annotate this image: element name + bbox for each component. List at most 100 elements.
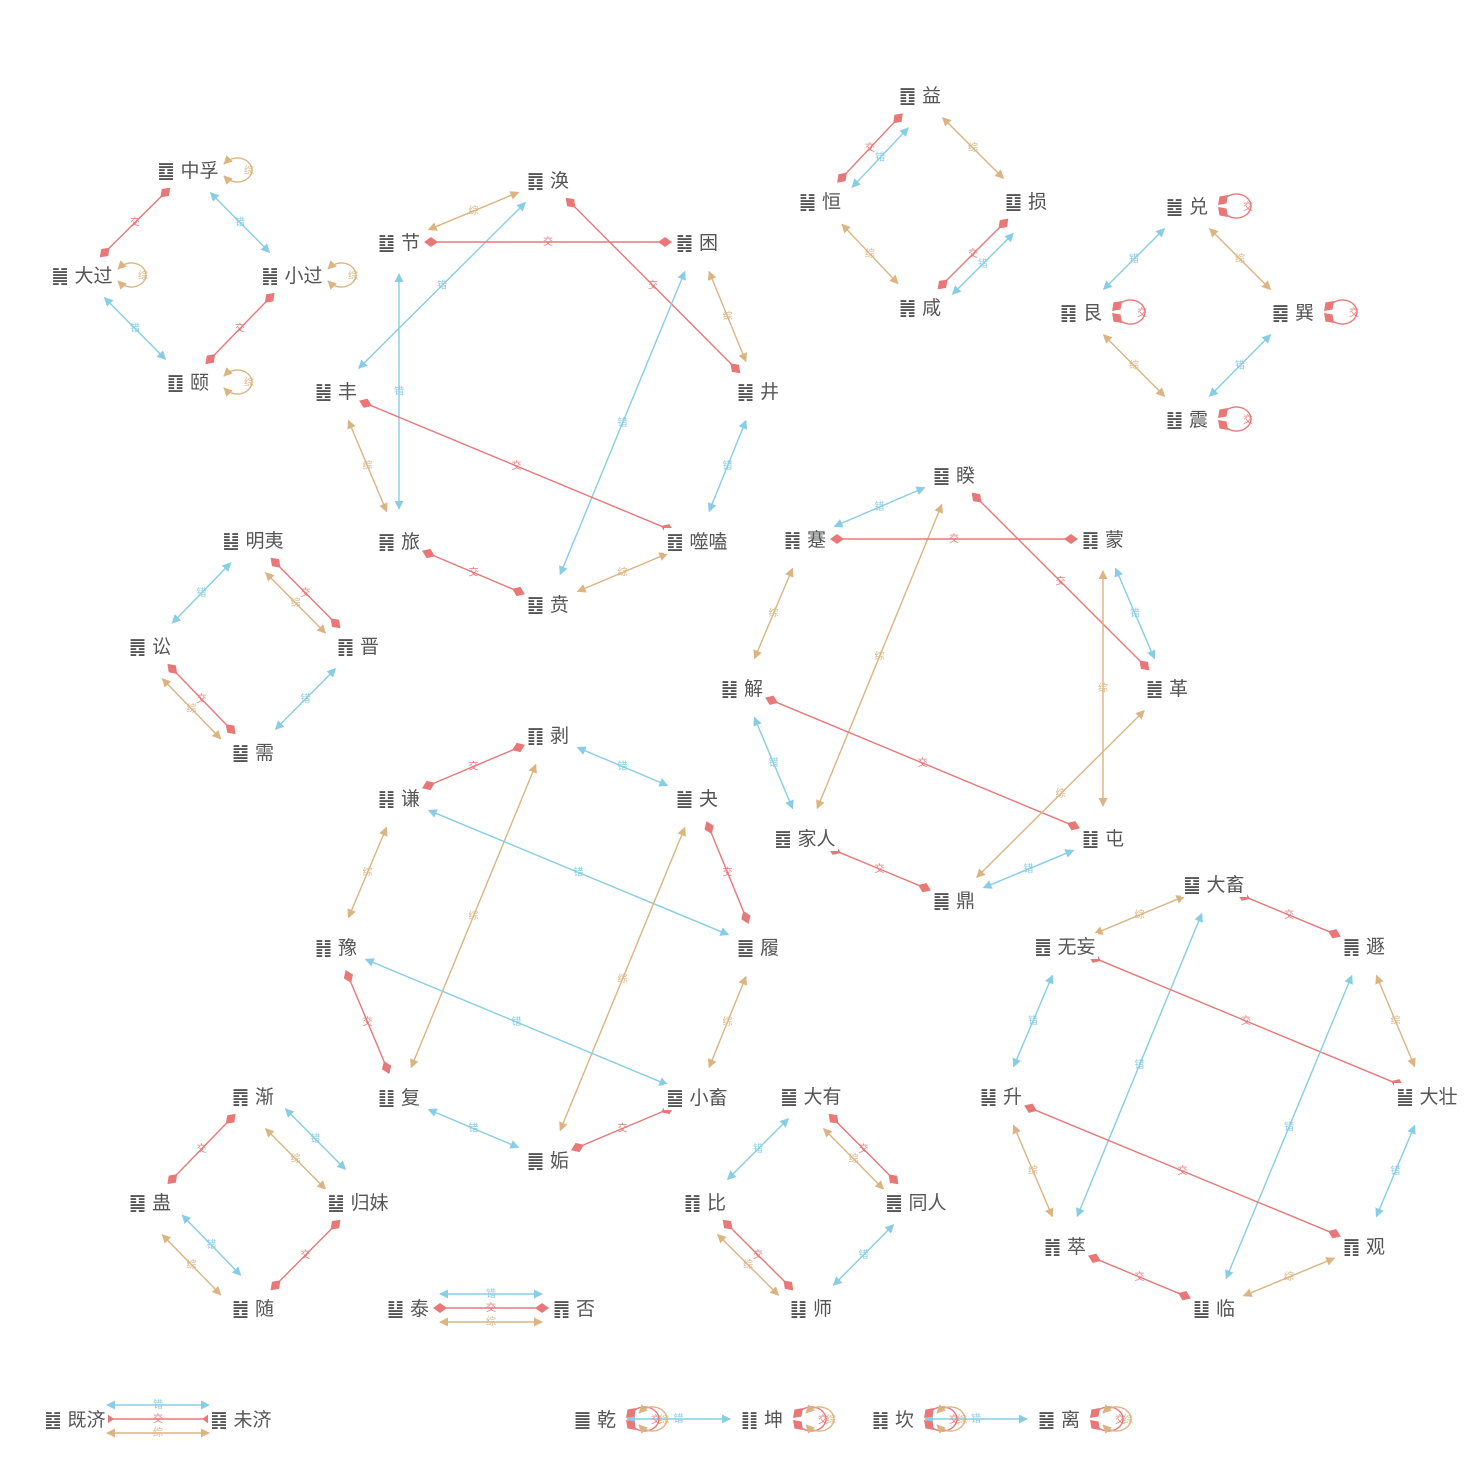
node-huan: ䷺ 涣: [525, 167, 571, 193]
node-dui: ䷹ 兑: [1164, 193, 1210, 219]
edge-label-zong: 综: [469, 909, 479, 922]
edge-label-zong: 综: [849, 1152, 859, 1165]
edge-jiao-cui-lin: [1088, 1253, 1191, 1301]
edge-jiao-dayou-tongren: [828, 1113, 899, 1185]
node-background: [230, 739, 276, 765]
nodes-layer: ䷼ 中孚䷛ 大过䷽ 小过䷚ 颐䷺ 涣䷻ 节䷮ 困䷶ 丰䷯ 井䷷ 旅䷔ 噬嗑䷕ 贲…: [42, 82, 1460, 1432]
self-loop-zong-zhongfu: [223, 155, 253, 185]
edge-zong-dun-dazhuang: [1375, 974, 1416, 1068]
node-feng: ䷶ 丰: [313, 378, 359, 404]
edge-label-cuo: 错: [130, 322, 140, 335]
node-background: [664, 1084, 730, 1110]
node-kui: ䷥ 睽: [931, 462, 977, 488]
edge-label-zong: 综: [469, 204, 479, 217]
edge-label-zong: 综: [153, 1426, 163, 1439]
node-label-li: ䷝ 离: [1038, 1409, 1080, 1431]
edge-label-zong: 综: [743, 1258, 753, 1271]
edge-label-cuo: 错: [674, 1412, 684, 1425]
node-kun_earth: ䷁ 坤: [739, 1406, 785, 1432]
node-label-huan: ䷺ 涣: [527, 170, 569, 192]
node-background: [208, 1406, 274, 1432]
edge-label-zong: 综: [363, 866, 373, 879]
edge-label-zong: 综: [723, 310, 733, 323]
node-label-bi_union: ䷇ 比: [684, 1192, 726, 1214]
edge-cuo-meng-ge: [1114, 567, 1156, 660]
edge-jiao-xiaoguo-yi_jaws: [205, 292, 275, 365]
node-label-jie: ䷻ 节: [378, 232, 420, 254]
node-label-ding: ䷱ 鼎: [933, 890, 975, 912]
self-loop-label-jiao: 交: [1137, 306, 1147, 319]
node-label-xun: ䷸ 巽: [1272, 302, 1314, 324]
node-meng: ䷃ 蒙: [1080, 526, 1126, 552]
edge-cuo-tongren-shi: [832, 1224, 895, 1286]
edge-label-zong: 综: [618, 566, 628, 579]
edge-zong-heng-xian: [841, 223, 899, 285]
edge-cuo-zhongfu-xiaoguo: [209, 192, 271, 253]
node-qian_heaven: ䷀ 乾: [572, 1406, 618, 1432]
node-background: [897, 82, 943, 108]
self-loop-zong-li: [1102, 1404, 1132, 1434]
node-li: ䷝ 离: [1036, 1406, 1082, 1432]
node-background: [931, 887, 977, 913]
node-label-xiaoguo: ䷽ 小过: [261, 265, 322, 287]
node-background: [735, 934, 781, 960]
self-loop-label-jiao: 交: [1115, 1413, 1125, 1426]
node-background: [220, 527, 286, 553]
node-label-mingyi: ䷣ 明夷: [222, 530, 283, 552]
node-label-bo: ䷖ 剥: [527, 725, 569, 747]
edge-jiao-guai-lu: [704, 821, 751, 924]
node-xiaoguo: ䷽ 小过: [259, 262, 325, 288]
node-background: [385, 1295, 431, 1321]
node-background: [155, 157, 221, 183]
node-label-shihe: ䷔ 噬嗑: [666, 531, 727, 553]
edge-label-cuo: 错: [512, 1015, 522, 1028]
node-jiji: ䷾ 既济: [42, 1406, 108, 1432]
node-background: [1181, 871, 1247, 897]
node-background: [1080, 825, 1126, 851]
node-label-meng: ䷃ 蒙: [1082, 529, 1124, 551]
node-label-shi: ䷆ 师: [790, 1298, 832, 1320]
node-label-xian: ䷞ 咸: [899, 297, 941, 319]
node-daguo: ䷛ 大过: [49, 262, 115, 288]
node-tongren: ䷌ 同人: [883, 1189, 949, 1215]
node-sui: ䷐ 随: [230, 1295, 276, 1321]
node-background: [313, 378, 359, 404]
edge-label-cuo: 错: [1130, 607, 1140, 620]
node-ding: ䷱ 鼎: [931, 887, 977, 913]
node-yu: ䷏ 豫: [313, 934, 359, 960]
node-label-dayou: ䷍ 大有: [780, 1086, 841, 1108]
edge-label-zong: 综: [363, 459, 373, 472]
edge-label-jiao: 交: [949, 532, 959, 545]
self-loop-label-jiao: 交: [1349, 306, 1359, 319]
node-background: [674, 229, 720, 255]
edge-label-jiao: 交: [197, 1142, 207, 1155]
node-background: [525, 722, 571, 748]
node-background: [525, 1147, 571, 1173]
edge-cuo-dui-gen: [1102, 227, 1166, 291]
node-label-kun_earth: ䷁ 坤: [741, 1409, 783, 1431]
node-kan: ䷜ 坎: [870, 1406, 916, 1432]
edge-zong-guan-lin: [1242, 1257, 1336, 1297]
edge-label-cuo: 错: [310, 1132, 320, 1145]
node-background: [797, 188, 843, 214]
self-loop-label-jiao: 交: [1243, 200, 1253, 213]
edge-label-jiao: 交: [301, 1248, 311, 1261]
node-label-guai: ䷪ 夬: [676, 788, 718, 810]
edge-label-cuo: 错: [875, 151, 885, 164]
node-label-xu: ䷄ 需: [232, 742, 274, 764]
node-gou: ䷫ 姤: [525, 1147, 571, 1173]
edge-label-cuo: 错: [301, 692, 311, 705]
node-background: [49, 262, 115, 288]
node-background: [376, 528, 422, 554]
node-label-qian_heaven: ䷀ 乾: [574, 1409, 616, 1431]
edge-label-jiao: 交: [130, 216, 140, 229]
edge-label-zong: 综: [1235, 252, 1245, 265]
edge-label-zong: 综: [769, 607, 779, 620]
node-label-guimei: ䷵ 归妹: [327, 1192, 388, 1214]
node-background: [1270, 299, 1316, 325]
node-label-zhen: ䷲ 震: [1166, 409, 1208, 431]
edge-label-cuo: 错: [574, 866, 584, 879]
node-xiaoxu: ䷈ 小畜: [664, 1084, 730, 1110]
edge-label-jiao: 交: [968, 247, 978, 260]
node-background: [978, 1083, 1024, 1109]
